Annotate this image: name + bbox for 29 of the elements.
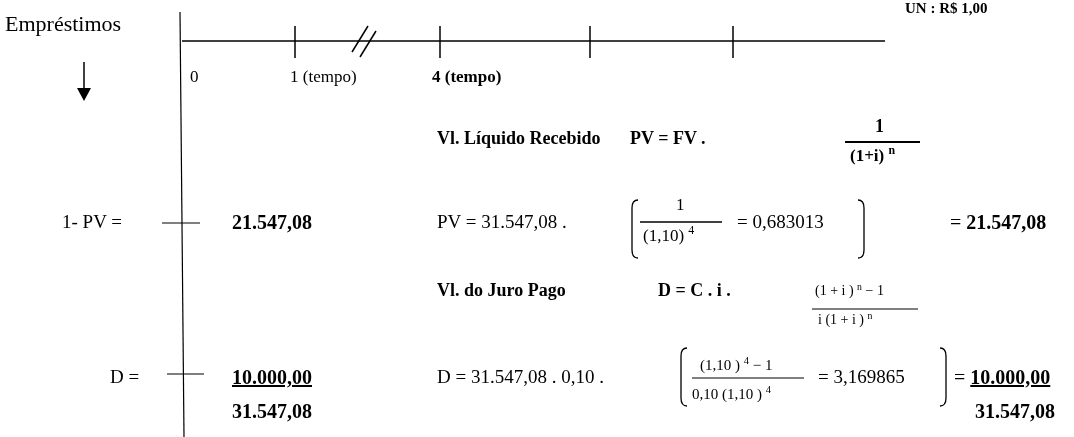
row-label: D =	[110, 367, 140, 388]
denominator: 0,10 (1,10 ) $^{4}$	[692, 386, 771, 403]
denominator: i (1 + i ) $^{n}$	[818, 312, 873, 328]
result-text: = 21.547,08	[950, 211, 1047, 233]
numerator: (1 + i ) $^{n}$ − 1	[815, 283, 884, 299]
formula-text: = 0,683013	[737, 212, 824, 233]
value-text: 10.000,00	[232, 366, 312, 388]
numerator: 1	[676, 196, 685, 215]
denominator: (1,10) $^{4}$	[643, 227, 695, 246]
time-label: 1 (tempo)	[290, 68, 357, 87]
formula-text: = 3,169865	[818, 367, 905, 388]
formula-text: PV = FV .	[630, 129, 706, 149]
formula-text: PV = 31.547,08 .	[437, 212, 567, 233]
numerator: 1	[875, 117, 884, 137]
formula-title: Vl. Líquido Recebido	[437, 129, 601, 149]
denominator: (1+i) $^{n}$	[850, 147, 896, 166]
unit-note: UN : R$ 1,00	[905, 0, 988, 17]
value-text: 31.547,08	[975, 400, 1055, 422]
row-label: 1- PV =	[62, 212, 122, 233]
axis-title: Empréstimos	[5, 12, 122, 37]
time-label: 0	[190, 68, 199, 87]
numerator: (1,10 ) $^{4}$ − 1	[700, 357, 773, 374]
time-label: 4 (tempo)	[432, 68, 502, 87]
value-text: 21.547,08	[232, 211, 312, 233]
formula-text: D = C . i .	[658, 281, 731, 301]
formula-title: Vl. do Juro Pago	[437, 281, 566, 301]
formula-text: D = 31.547,08 . 0,10 .	[437, 367, 604, 388]
result-text: = 10.000,00	[954, 366, 1051, 388]
value-text: 31.547,08	[232, 400, 312, 422]
